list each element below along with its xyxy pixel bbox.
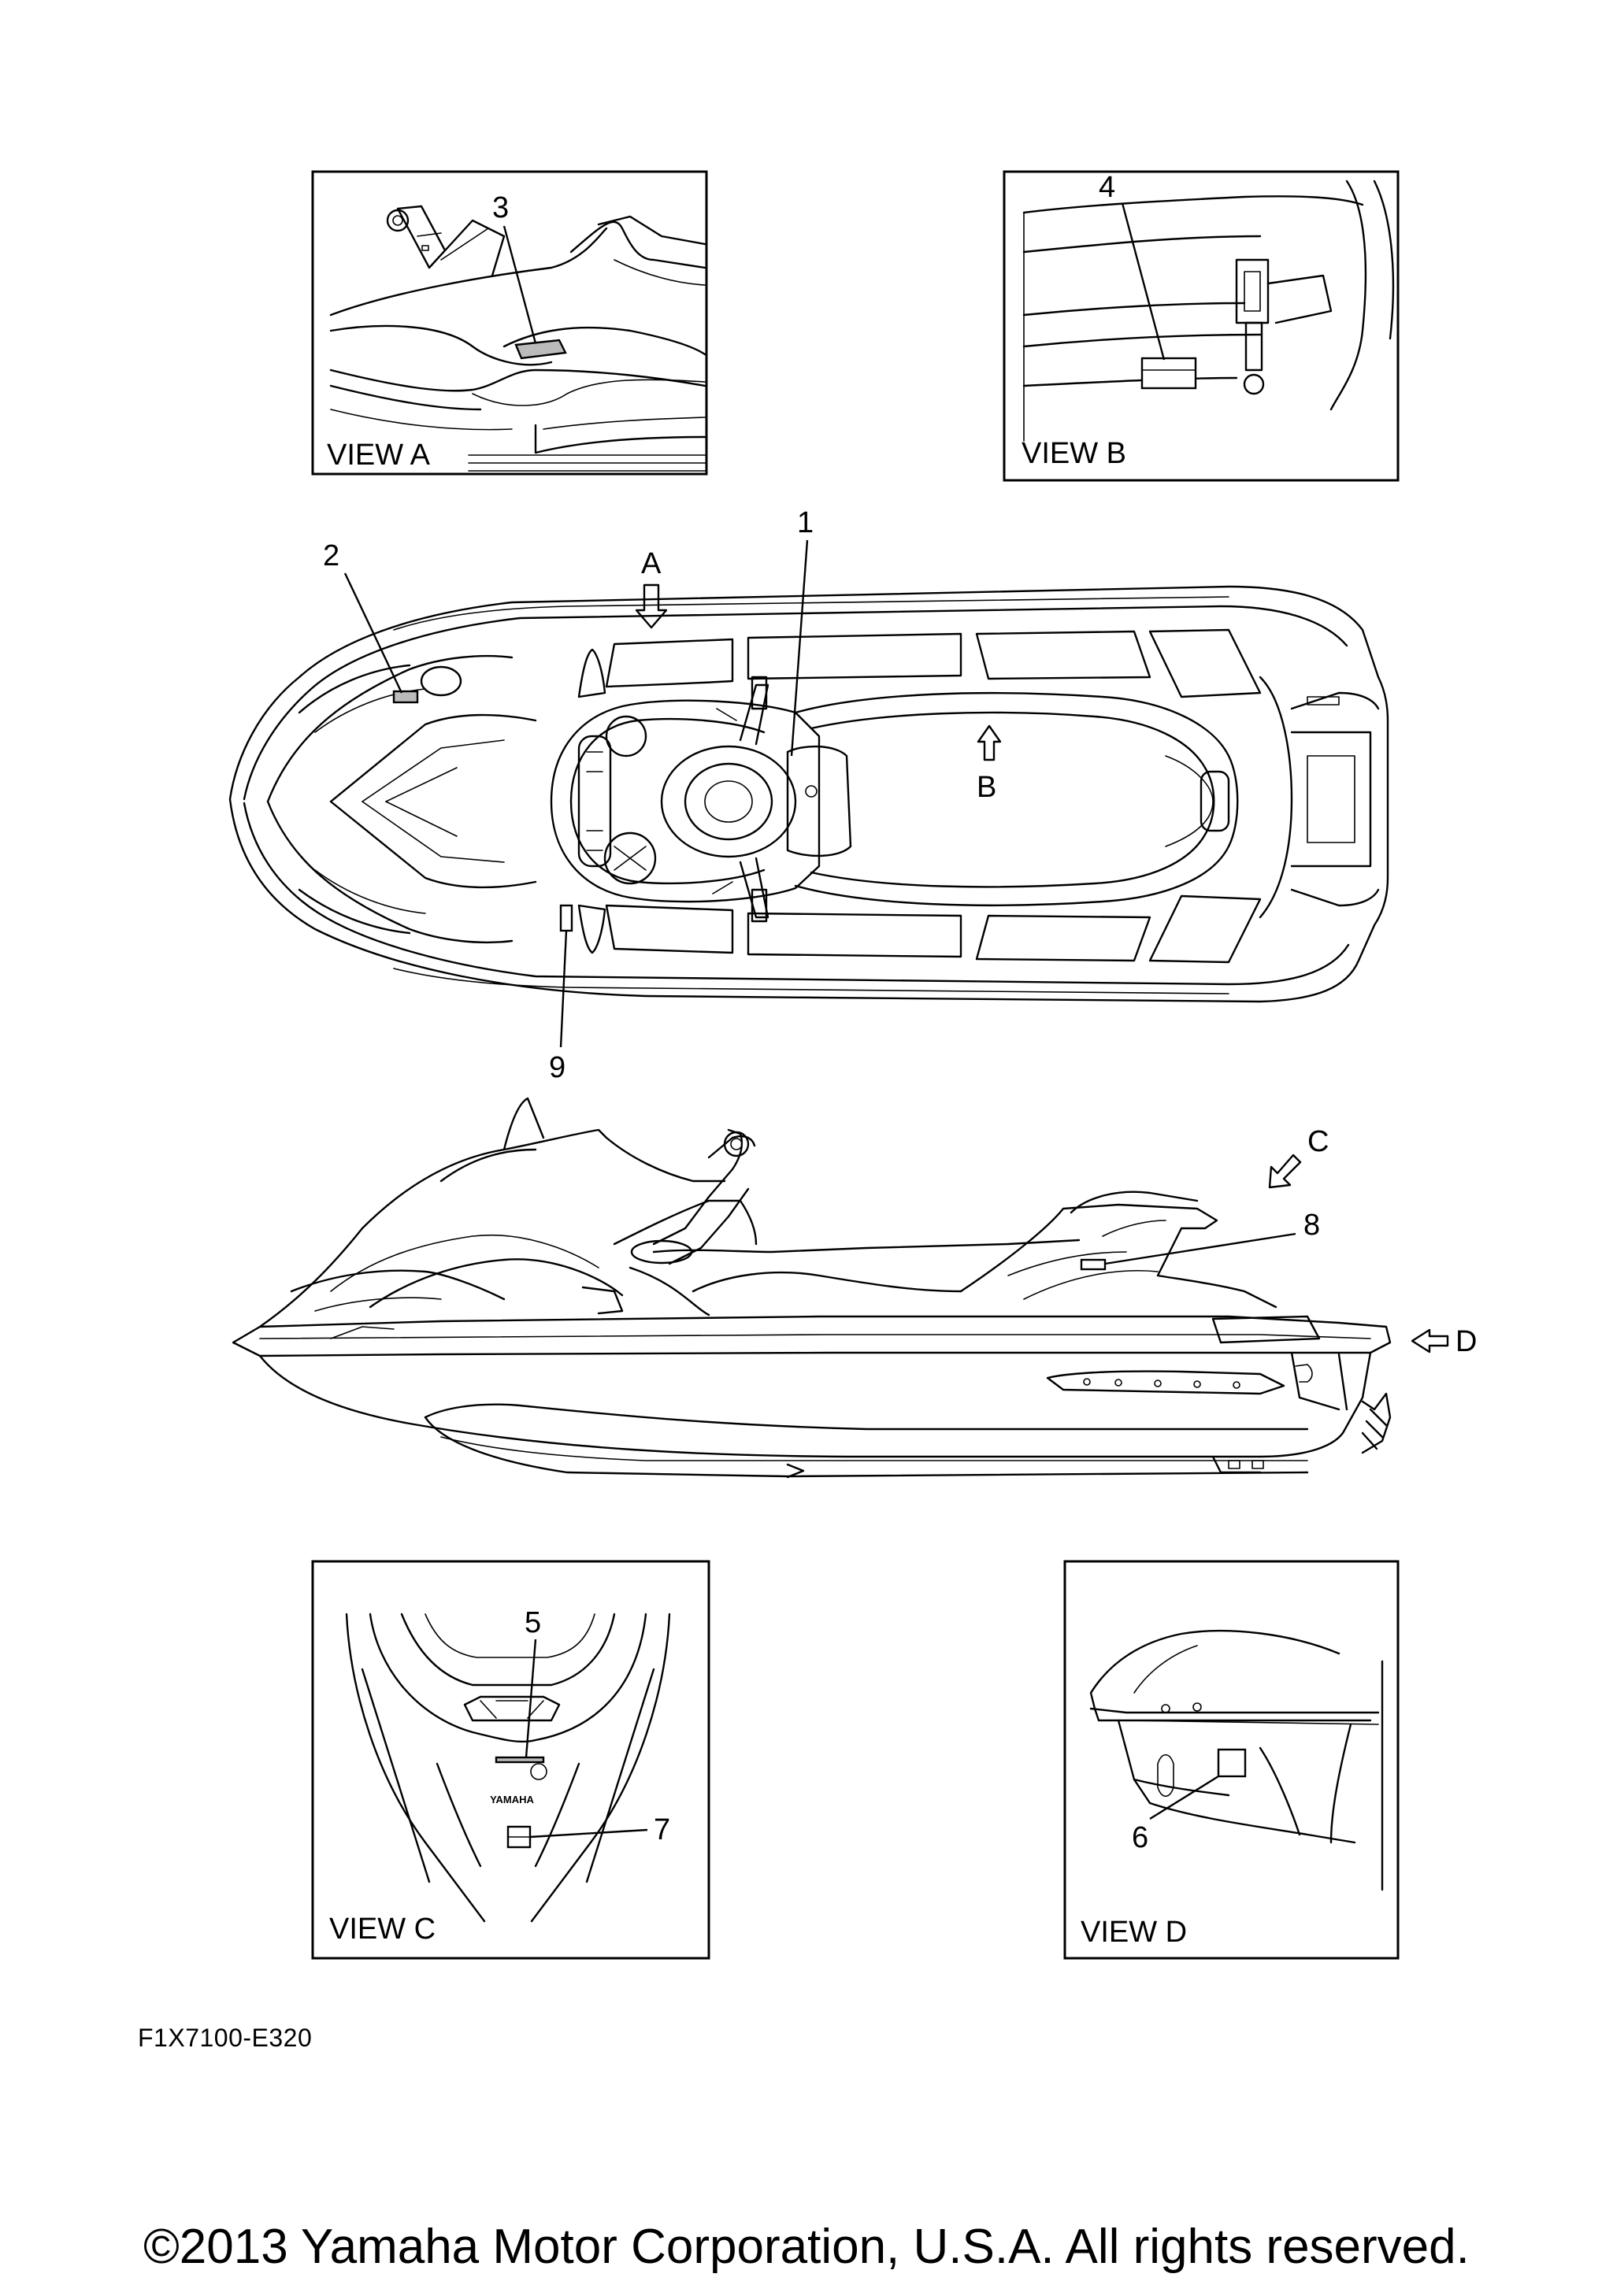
view-b-panel [1003, 170, 1400, 482]
top-view-watercraft [228, 585, 1389, 1003]
view-d-label: VIEW D [1081, 1916, 1187, 1949]
view-arrow-b [977, 724, 1002, 761]
view-arrow-d [1411, 1328, 1449, 1354]
callout-3: 3 [492, 191, 509, 224]
arrow-label-c: C [1307, 1125, 1329, 1158]
copyright-notice: ©2013 Yamaha Motor Corporation, U.S.A. A… [143, 2220, 1470, 2274]
view-c-label: VIEW C [329, 1913, 436, 1946]
view-arrow-c [1268, 1154, 1302, 1189]
side-view-watercraft [232, 1097, 1392, 1479]
callout-5: 5 [525, 1606, 541, 1639]
view-b-label: VIEW B [1022, 437, 1126, 470]
callout-2: 2 [323, 539, 339, 572]
callout-1: 1 [797, 506, 814, 539]
view-a-panel [311, 170, 708, 476]
callout-7: 7 [654, 1813, 670, 1846]
callout-8: 8 [1303, 1209, 1320, 1242]
view-arrow-a [635, 583, 668, 629]
view-a-label: VIEW A [327, 439, 431, 472]
view-d-panel [1063, 1560, 1400, 1960]
callout-9: 9 [549, 1051, 565, 1084]
callout-4: 4 [1099, 171, 1115, 204]
yamaha-decal-text: YAMAHA [490, 1794, 534, 1805]
arrow-label-a: A [641, 547, 662, 580]
arrow-label-d: D [1455, 1325, 1477, 1358]
diagram-code: F1X7100-E320 [138, 2024, 313, 2052]
arrow-label-b: B [977, 771, 996, 804]
callout-6: 6 [1132, 1821, 1148, 1854]
view-c-panel [311, 1560, 710, 1960]
